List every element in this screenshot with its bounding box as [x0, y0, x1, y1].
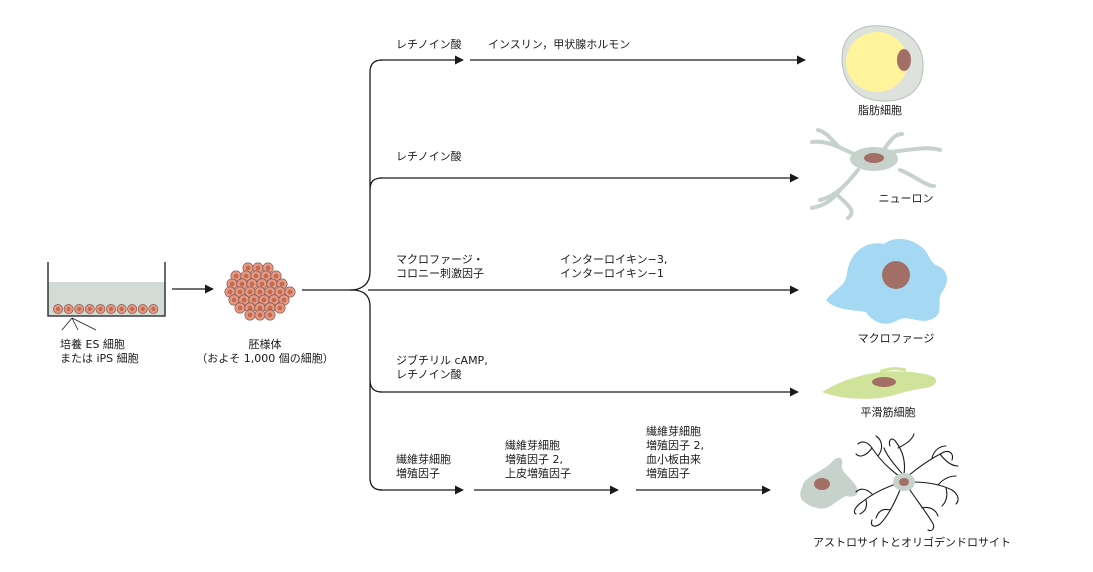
- adipocyte-factor2-label: インスリン，甲状腺ホルモン: [488, 38, 631, 51]
- cell-nucleus: [257, 289, 263, 295]
- neuron-factor-label: レチノイン酸: [396, 150, 462, 163]
- cell-nucleus: [87, 306, 92, 312]
- cell-nucleus: [227, 289, 233, 295]
- cell-nucleus: [261, 297, 267, 303]
- cell-nucleus: [281, 297, 287, 303]
- cell-nucleus: [273, 273, 279, 279]
- culture-dish-label: 培養 ES 細胞 または iPS 細胞: [60, 338, 139, 365]
- cell-nucleus: [271, 297, 277, 303]
- macrophage-cell-label: マクロファージ: [857, 332, 935, 345]
- cell-nucleus: [267, 312, 273, 318]
- cell-nucleus: [243, 273, 249, 279]
- cell-nucleus: [229, 281, 235, 287]
- cell-nucleus: [255, 265, 261, 271]
- adipocyte-cell-label: 脂肪細胞: [858, 104, 902, 117]
- culture-dish-icon: [47, 262, 166, 331]
- neuron-icon: [810, 128, 942, 220]
- glia-cell-label: アストロサイトとオリゴデンドロサイト: [813, 536, 1011, 549]
- adipocyte-icon: [841, 25, 924, 102]
- cell-nucleus: [241, 297, 247, 303]
- cell-nucleus: [267, 305, 273, 311]
- macrophage-icon: [826, 238, 947, 324]
- cell-nucleus: [269, 281, 275, 287]
- cell-nucleus: [277, 289, 283, 295]
- cell-nucleus: [247, 305, 253, 311]
- cell-nucleus: [119, 306, 124, 312]
- glia-step3-label: 繊維芽細胞 増殖因子 2, 血小板由来 増殖因子: [646, 425, 704, 480]
- cell-nucleus: [237, 289, 243, 295]
- smooth-muscle-factor-label: ジブチリル cAMP, レチノイン酸: [396, 354, 488, 381]
- cell-nucleus: [287, 289, 293, 295]
- glia-step1-label: 繊維芽細胞 増殖因子: [396, 453, 451, 480]
- cell-nucleus: [257, 312, 263, 318]
- cell-nucleus: [66, 306, 71, 312]
- cell-nucleus: [77, 306, 82, 312]
- neuron-cell-label: ニューロン: [878, 192, 934, 205]
- cell-nucleus: [257, 305, 263, 311]
- cell-nucleus: [279, 281, 285, 287]
- cell-nucleus: [98, 306, 103, 312]
- macrophage-factor2-label: インターロイキン−3, インターロイキン−1: [560, 253, 668, 280]
- cell-nucleus: [253, 273, 259, 279]
- cell-nucleus: [151, 306, 156, 312]
- cell-nucleus: [265, 265, 271, 271]
- cell-nucleus: [108, 306, 114, 312]
- cell-nucleus: [233, 273, 239, 279]
- cell-nucleus: [130, 306, 135, 312]
- cell-nucleus: [231, 297, 237, 303]
- cell-nucleus: [239, 281, 245, 287]
- cell-nucleus: [267, 289, 273, 295]
- embryoid-body-icon: [224, 262, 296, 321]
- macrophage-factor-label: マクロファージ・ コロニー刺激因子: [396, 253, 484, 280]
- astrocyte-icon: [800, 457, 858, 509]
- cell-nucleus: [247, 289, 253, 295]
- cell-nucleus: [140, 306, 145, 312]
- glia-step2-label: 繊維芽細胞 増殖因子 2, 上皮増殖因子: [505, 439, 571, 480]
- branch-bracket: [349, 59, 383, 491]
- cell-nucleus: [259, 281, 265, 287]
- cell-nucleus: [245, 265, 251, 271]
- smooth-muscle-icon: [822, 367, 937, 399]
- cell-nucleus: [249, 281, 255, 287]
- embryoid-body-label: 胚様体 （およそ 1,000 個の細胞）: [196, 338, 334, 365]
- cell-nucleus: [263, 273, 269, 279]
- cell-nucleus: [55, 306, 61, 312]
- cell-nucleus: [237, 305, 243, 311]
- smooth-muscle-cell-label: 平滑筋細胞: [860, 406, 916, 419]
- cell-nucleus: [247, 312, 253, 318]
- adipocyte-factor-label: レチノイン酸: [396, 38, 462, 51]
- oligodendrocyte-icon: [853, 433, 959, 532]
- cell-nucleus: [251, 297, 257, 303]
- cell-nucleus: [277, 305, 283, 311]
